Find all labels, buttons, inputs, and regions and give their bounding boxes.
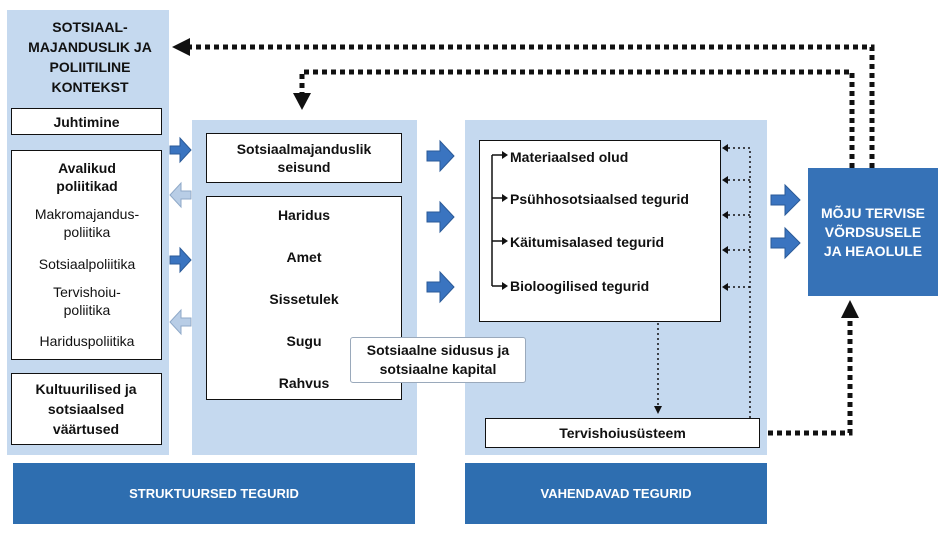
arrowhead-icon [654, 406, 662, 414]
health-system-links [657, 147, 751, 418]
structural-footer: STRUKTUURSED TEGURID [13, 463, 415, 524]
right-arrow-icon [426, 270, 455, 304]
social-cohesion-box: Sotsiaalne sidusus ja sotsiaalne kapital [350, 337, 526, 383]
intermediary-item: Käitumisalased tegurid [510, 234, 665, 250]
structural-item: Rahvus [278, 375, 330, 391]
structural-item: Amet [286, 249, 322, 265]
policy-item: Sotsiaalpoliitika [38, 256, 136, 272]
intermediary-footer: VAHENDAVAD TEGURID [465, 463, 767, 524]
feedback-loop-outer [172, 38, 875, 168]
arrowhead-icon [172, 38, 190, 56]
structural-item: Haridus [277, 207, 331, 223]
governance-box: Juhtimine [11, 108, 162, 135]
feedback-loop-inner [293, 69, 855, 168]
right-arrow-icon [426, 139, 455, 173]
public-policies-box: Avalikud poliitikad Makromajandus-poliit… [11, 150, 162, 360]
intermediary-item: Psühhosotsiaalsed tegurid [510, 191, 689, 207]
right-arrow-icon [169, 246, 192, 274]
structural-item: Sugu [286, 333, 322, 349]
intermediary-item: Materiaalsed olud [510, 149, 629, 165]
left-arrow-icon [169, 308, 192, 336]
policy-item: Makromajandus-poliitika [34, 206, 140, 240]
intermediary-factors-box: Materiaalsed olud Psühhosotsiaalsed tegu… [479, 140, 721, 322]
arrowhead-icon [293, 93, 311, 110]
right-arrow-icon [426, 200, 455, 234]
impact-box: MÕJU TERVISE VÕRDSUSELE JA HEAOLULE [808, 168, 938, 296]
bracket-arrowheads [502, 151, 508, 290]
socioeconomic-position-box: Sotsiaalmajanduslik seisund [206, 133, 402, 183]
context-title: SOTSIAAL-MAJANDUSLIK JA POLIITILINE KONT… [28, 19, 152, 95]
right-arrow-icon [770, 226, 801, 260]
intermediary-bracket [491, 154, 503, 287]
policy-item: Hariduspoliitika [39, 333, 135, 349]
policy-item: Tervishoiu-poliitika [53, 284, 121, 318]
public-policies-title: Avalikud poliitikad [56, 160, 118, 194]
intermediary-item: Bioloogilised tegurid [510, 278, 650, 294]
arrowhead-icon [841, 300, 859, 318]
health-system-to-impact-loop [768, 300, 859, 436]
left-arrow-icon [169, 181, 192, 209]
right-arrow-icon [770, 183, 801, 217]
small-arrowheads [722, 144, 728, 291]
values-box: Kultuurilised ja sotsiaalsed väärtused [11, 373, 162, 445]
values-text: Kultuurilised ja sotsiaalsed väärtused [35, 381, 137, 437]
right-arrow-icon [169, 136, 192, 164]
health-system-box: Tervishoiusüsteem [485, 418, 760, 448]
structural-item: Sissetulek [269, 291, 339, 307]
